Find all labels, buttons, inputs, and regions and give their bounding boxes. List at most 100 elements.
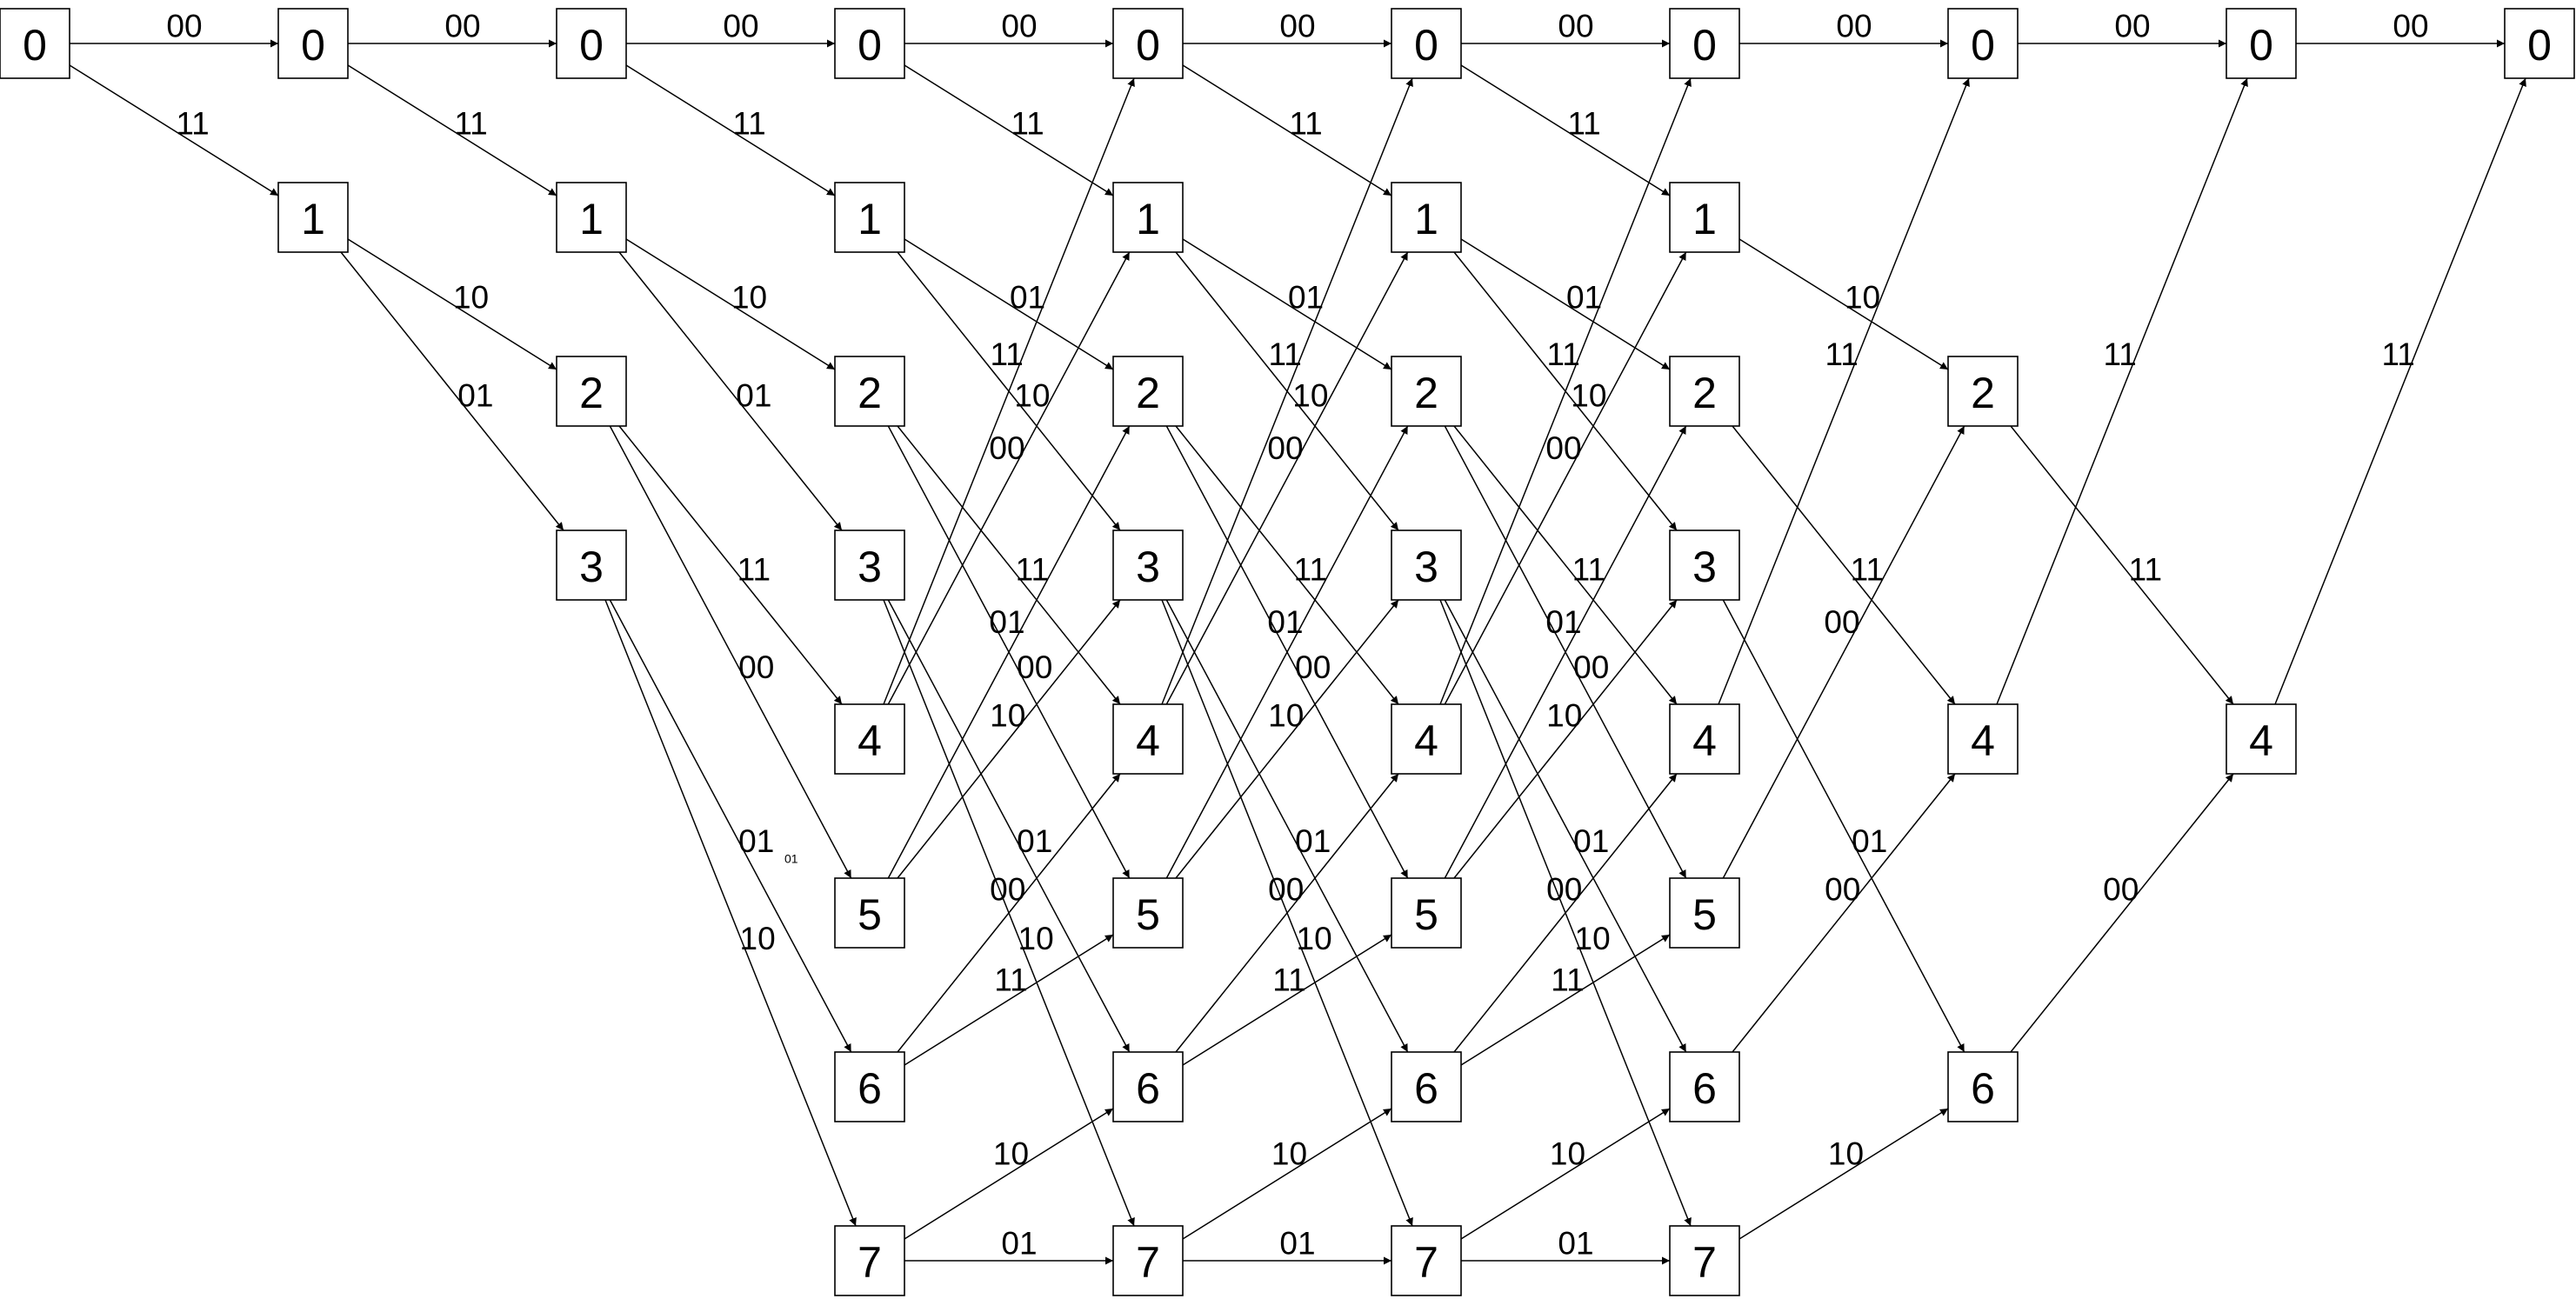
edge-output-label: 00 [1267, 430, 1303, 466]
state-label: 1 [301, 195, 325, 243]
state-label: 3 [1414, 543, 1438, 591]
state-node: 7 [1669, 1225, 1740, 1296]
edge-output-label: 10 [1014, 377, 1050, 413]
state-node: 1 [834, 182, 905, 253]
edge-output-label: 10 [990, 697, 1025, 733]
state-label: 4 [2249, 716, 2273, 765]
edge-output-label: 11 [1551, 962, 1584, 998]
state-label: 6 [1414, 1064, 1438, 1113]
edge-output-label: 11 [2129, 551, 2162, 587]
edge-output-label: 11 [1011, 106, 1044, 142]
state-box [834, 356, 905, 427]
edge-output-label: 01 [738, 823, 774, 859]
transition-arrow [1738, 1108, 1949, 1240]
transition-arrow [1722, 425, 1965, 879]
state-box [1391, 1225, 1462, 1296]
state-node: 2 [556, 356, 627, 427]
state-label: 5 [1136, 890, 1160, 939]
transition-arrow [1460, 1108, 1671, 1240]
state-box [2226, 8, 2297, 79]
state-box [1947, 703, 2019, 775]
edge-output-label: 11 [732, 106, 765, 142]
state-label: 4 [1136, 716, 1160, 765]
edge-output-label: 11 [2103, 336, 2136, 372]
state-box [2504, 8, 2575, 79]
state-label: 3 [579, 543, 604, 591]
state-box [834, 182, 905, 253]
edge-output-label: 01 [1010, 280, 1045, 316]
edge-output-label: 00 [990, 871, 1025, 907]
state-label: 0 [858, 21, 882, 70]
edge-output-label: 00 [738, 649, 774, 685]
state-node: 0 [0, 8, 70, 79]
transition-arrow [1718, 77, 1970, 705]
state-box [1669, 703, 1740, 775]
edge-small-label: 01 [784, 852, 798, 866]
state-node: 3 [1669, 529, 1740, 601]
transition-arrow [609, 425, 852, 879]
state-node: 1 [1669, 182, 1740, 253]
transition-arrow [1732, 425, 1956, 705]
state-node: 4 [1391, 703, 1462, 775]
edge-output-label: 00 [1001, 9, 1037, 44]
state-node: 0 [2226, 8, 2297, 79]
transition-arrow [1996, 77, 2248, 705]
state-label: 7 [858, 1238, 882, 1287]
state-label: 1 [1692, 195, 1717, 243]
state-box [1112, 1225, 1184, 1296]
edges-layer [69, 39, 2526, 1265]
edge-output-label: 00 [989, 430, 1024, 466]
state-box [1391, 703, 1462, 775]
state-box [1112, 703, 1184, 775]
state-box [1947, 356, 2019, 427]
state-node: 0 [1669, 8, 1740, 79]
state-node: 3 [834, 529, 905, 601]
state-box [1947, 8, 2019, 79]
edge-output-label: 00 [1825, 871, 1860, 907]
state-node: 2 [1669, 356, 1740, 427]
transition-arrow [1165, 251, 1409, 705]
transition-arrow [618, 251, 843, 531]
state-label: 5 [1692, 890, 1717, 939]
state-box [834, 529, 905, 601]
transition-arrow [2274, 77, 2526, 705]
transition-arrow [1453, 425, 1678, 705]
state-label: 7 [1692, 1238, 1717, 1287]
transition-arrow [883, 77, 1135, 705]
transition-arrow [1165, 599, 1409, 1053]
state-node: 3 [1391, 529, 1462, 601]
edge-output-label: 00 [723, 9, 758, 44]
state-label: 2 [579, 369, 604, 417]
state-node: 0 [556, 8, 627, 79]
state-label: 2 [1971, 369, 1995, 417]
edge-output-label: 00 [1017, 649, 1052, 685]
edge-output-label: 01 [989, 604, 1024, 640]
state-node: 2 [1391, 356, 1462, 427]
state-node: 0 [277, 8, 349, 79]
edge-output-label: 11 [1825, 336, 1858, 372]
edge-output-label: 10 [993, 1136, 1029, 1172]
state-label: 6 [858, 1064, 882, 1113]
state-box [1669, 8, 1740, 79]
edge-output-label: 10 [1546, 697, 1582, 733]
state-label: 0 [1414, 21, 1438, 70]
edge-output-label: 11 [1546, 336, 1579, 372]
edge-output-label: 10 [1268, 697, 1304, 733]
state-box [1112, 529, 1184, 601]
state-label: 5 [858, 890, 882, 939]
transition-arrow [2010, 425, 2234, 705]
state-box [0, 8, 70, 79]
state-label: 4 [858, 716, 882, 765]
edge-output-label: 01 [1558, 1226, 1593, 1262]
edge-output-label: 01 [1001, 1226, 1037, 1262]
state-node: 6 [1669, 1051, 1740, 1122]
state-box [1669, 1051, 1740, 1122]
transition-arrow [1453, 773, 1678, 1053]
state-node: 3 [1112, 529, 1184, 601]
state-box [277, 8, 349, 79]
transition-arrow [625, 238, 836, 370]
state-node: 0 [1391, 8, 1462, 79]
state-node: 3 [556, 529, 627, 601]
transition-arrow [887, 251, 1131, 705]
